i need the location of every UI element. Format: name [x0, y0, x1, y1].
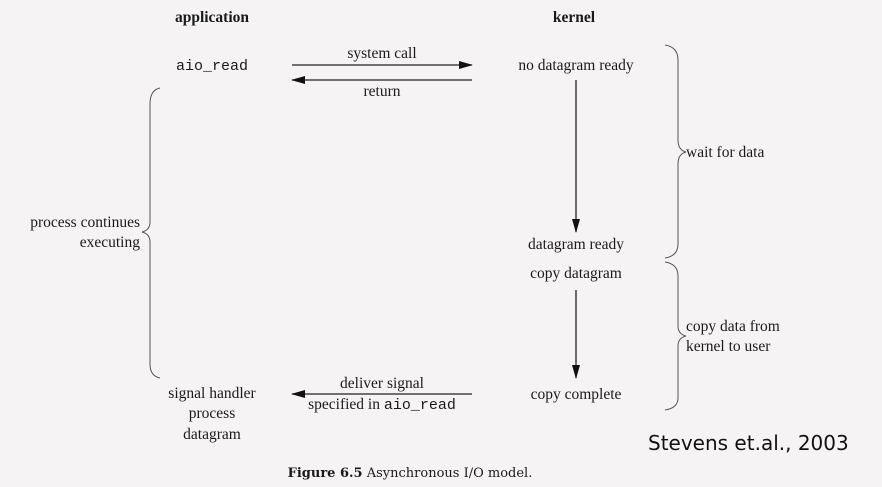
handler-line-1: signal handler — [168, 385, 256, 402]
continues-brace — [141, 87, 161, 379]
copy-label-1: copy data from — [686, 318, 780, 335]
specified-label: specified in aio_read — [308, 396, 456, 414]
wait-brace — [664, 44, 687, 259]
copy-brace — [664, 261, 687, 411]
datagram-ready: datagram ready — [528, 236, 624, 253]
deliver-signal-label: deliver signal — [340, 375, 424, 392]
handler-line-2: process — [189, 405, 236, 422]
copy-datagram: copy datagram — [530, 265, 622, 282]
citation: Stevens et.al., 2003 — [648, 431, 849, 455]
copy-label-2: kernel to user — [686, 338, 771, 355]
figure-caption: Figure 6.5 Asynchronous I/O model. — [288, 466, 533, 481]
header-application: application — [175, 9, 249, 26]
header-kernel: kernel — [553, 9, 596, 26]
copy-complete: copy complete — [531, 386, 622, 403]
return-label: return — [363, 83, 400, 100]
handler-line-3: datagram — [183, 426, 241, 443]
wait-for-data-label: wait for data — [686, 144, 764, 161]
continues-label-1: process continues — [30, 214, 140, 231]
no-datagram-ready: no datagram ready — [518, 57, 634, 74]
continues-label-2: executing — [80, 234, 141, 251]
aio-read-call: aio_read — [176, 58, 248, 75]
system-call-label: system call — [347, 45, 416, 62]
